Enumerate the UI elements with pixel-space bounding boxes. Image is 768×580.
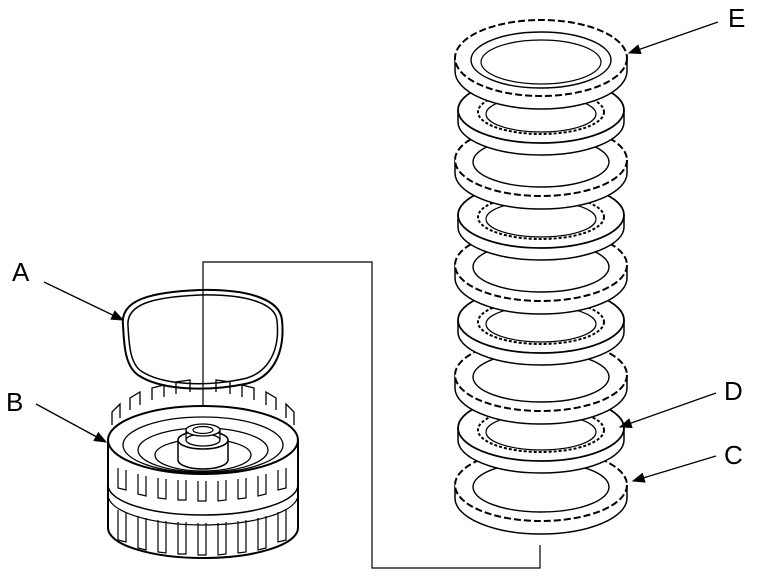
leader-arrow-c	[631, 455, 717, 483]
assembly-connector-line	[202, 261, 541, 569]
plate-stack	[454, 19, 628, 535]
drum-rim-teeth	[111, 379, 295, 425]
leader-arrow-e	[627, 21, 719, 55]
seal-ring	[121, 288, 284, 390]
callout-label-d: D	[724, 376, 743, 406]
drum-upper-slots	[117, 468, 287, 502]
steel-plate-e	[454, 19, 628, 110]
leader-arrow-d	[618, 392, 717, 428]
callout-label-b: B	[6, 387, 23, 417]
callout-label-a: A	[12, 257, 30, 287]
callout-label-e: E	[728, 3, 745, 33]
leader-arrow-a	[43, 281, 125, 321]
leader-arrow-b	[35, 403, 108, 443]
drum-lower-slots	[117, 510, 287, 556]
callout-label-c: C	[724, 440, 743, 470]
clutch-drum	[107, 379, 299, 559]
